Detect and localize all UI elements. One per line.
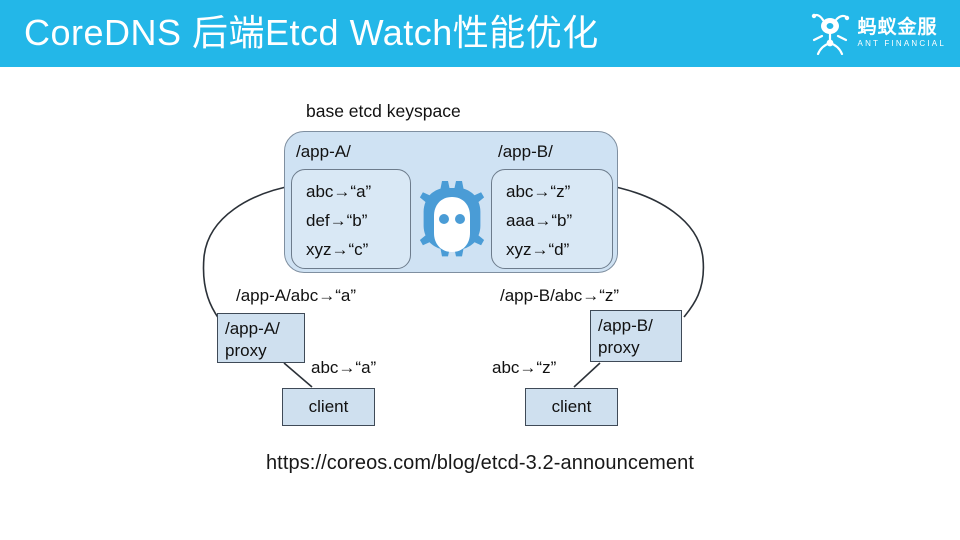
proxy-type-label: proxy [598, 338, 640, 357]
keyvalue-row: xyz→“c” [306, 240, 369, 259]
client-label: client [308, 397, 349, 416]
namespace-label-app-a: /app-A/ [296, 142, 351, 161]
edge-label-app-b-short-key: abc→“z” [492, 358, 557, 377]
client-node-left: client [282, 388, 375, 426]
keyvalue-row: aaa→“b” [506, 211, 573, 230]
source-url-text: https://coreos.com/blog/etcd-3.2-announc… [265, 452, 695, 474]
proxy-type-label: proxy [225, 341, 267, 360]
proxy-node-app-a: /app-A/ proxy [217, 313, 305, 363]
keyvalue-row: def→“b” [306, 211, 368, 230]
client-label: client [551, 397, 592, 416]
proxy-path-label: /app-A/ [225, 319, 280, 338]
keyvalue-box-app-b: abc→“z” aaa→“b” xyz→“d” [491, 169, 613, 269]
brand-name-en: ANT FINANCIAL [857, 39, 946, 48]
ant-financial-logo: 蚂蚁金服 ANT FINANCIAL [810, 10, 946, 56]
ant-financial-mascot-icon [811, 13, 849, 55]
etcd-proxy-diagram: base etcd keyspace /app-A/ /app-B/ abc→“… [0, 67, 960, 540]
edge-label-app-b-full-key: /app-B/abc→“z” [500, 286, 620, 305]
diagram-connectors [202, 184, 705, 388]
keyvalue-row: abc→“a” [306, 182, 372, 201]
keyvalue-box-app-a: abc→“a” def→“b” xyz→“c” [291, 169, 411, 269]
proxy-node-app-b: /app-B/ proxy [590, 310, 682, 362]
proxy-path-label: /app-B/ [598, 316, 653, 335]
slide-header-band: CoreDNS 后端Etcd Watch性能优化 蚂蚁金服 ANT FINANC… [0, 0, 960, 67]
keyvalue-row: xyz→“d” [506, 240, 570, 259]
brand-name-cn: 蚂蚁金服 [857, 17, 938, 38]
keyvalue-row: abc→“z” [506, 182, 571, 201]
page-title: CoreDNS 后端Etcd Watch性能优化 [24, 12, 599, 53]
client-node-right: client [525, 388, 618, 426]
etcd-gear-robot-icon [419, 181, 485, 257]
brand-wordmark: 蚂蚁金服 ANT FINANCIAL [858, 18, 946, 48]
namespace-label-app-b: /app-B/ [498, 142, 553, 161]
keyspace-caption: base etcd keyspace [306, 101, 461, 121]
edge-label-app-a-full-key: /app-A/abc→“a” [236, 286, 356, 305]
edge-label-app-a-short-key: abc→“a” [311, 358, 377, 377]
